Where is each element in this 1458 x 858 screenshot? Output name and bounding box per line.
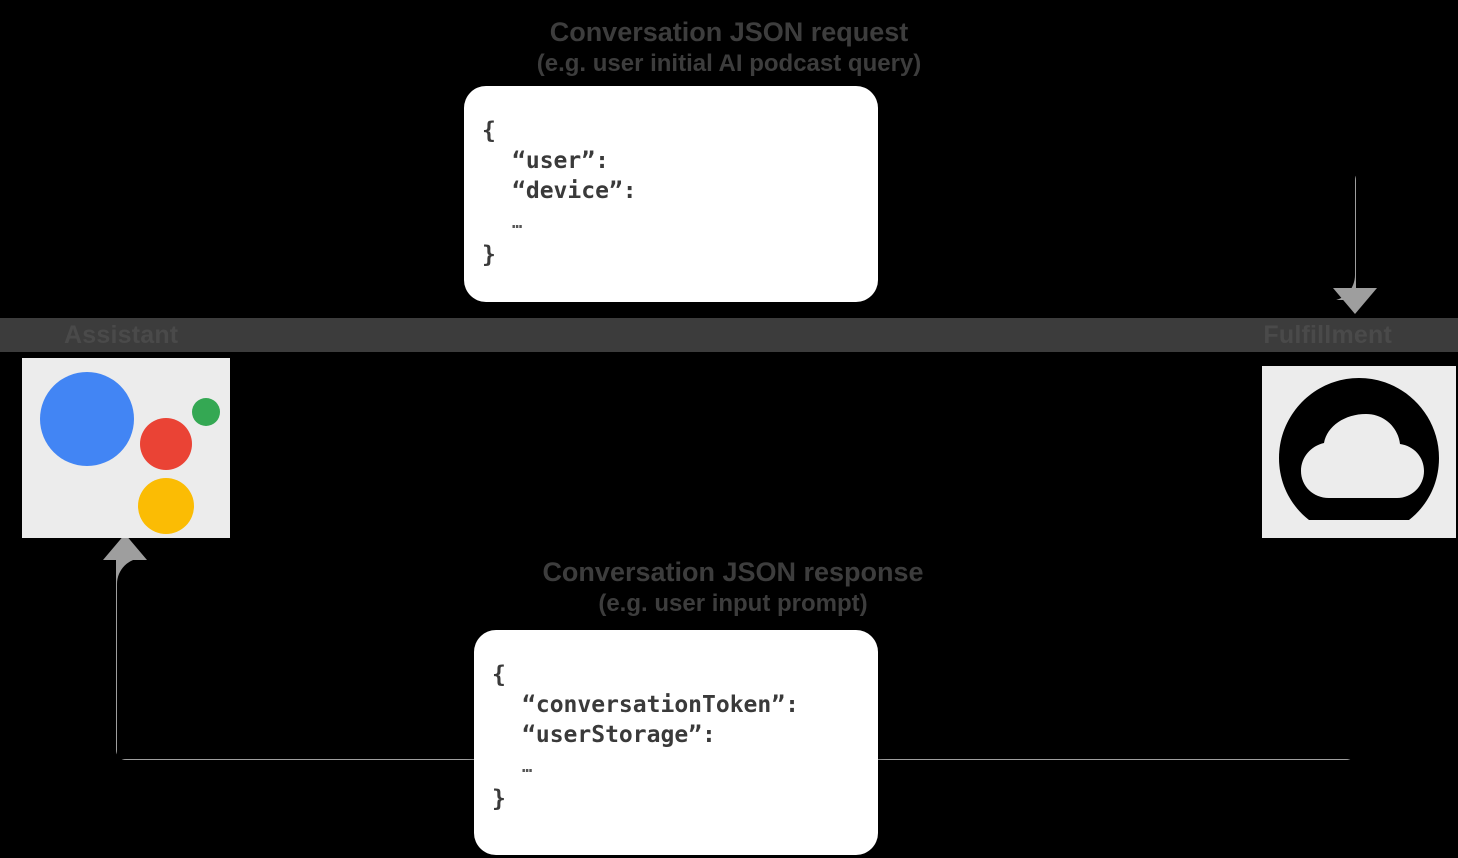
json-key-user-storage: “userStorage”:: [522, 722, 716, 748]
assistant-red-dot-icon: [140, 418, 192, 470]
cloud-icon: [1279, 378, 1439, 520]
json-open-brace: {: [482, 118, 496, 144]
assistant-yellow-dot-icon: [138, 478, 194, 534]
caption-request: Conversation JSON request (e.g. user ini…: [499, 16, 959, 80]
json-key-device: “device”:: [512, 178, 637, 204]
json-key-conversation-token: “conversationToken”:: [522, 692, 799, 718]
request-flow-arrowhead-icon: [1333, 288, 1377, 314]
json-ellipsis: …: [522, 757, 533, 777]
json-close-brace: }: [492, 786, 506, 812]
caption-response: Conversation JSON response (e.g. user in…: [503, 556, 963, 620]
assistant-green-dot-icon: [192, 398, 220, 426]
response-flow-arrowhead-icon: [103, 534, 147, 560]
json-key-user: “user”:: [512, 148, 609, 174]
center-lane-band: [0, 318, 1458, 352]
caption-request-title: Conversation JSON request: [549, 17, 909, 47]
caption-response-subtitle: (e.g. user input prompt): [598, 590, 868, 617]
json-request-card: { “user”: “device”: … }: [464, 86, 878, 302]
json-response-card: { “conversationToken”: “userStorage”: … …: [474, 630, 878, 855]
assistant-blue-dot-icon: [40, 372, 134, 466]
caption-request-subtitle: (e.g. user initial AI podcast query): [536, 50, 922, 77]
caption-response-title: Conversation JSON response: [542, 557, 924, 587]
node-fulfillment[interactable]: [1262, 366, 1456, 538]
json-ellipsis: …: [512, 213, 523, 233]
json-close-brace: }: [482, 242, 496, 268]
lane-label-fulfillment: Fulfillment: [1263, 321, 1392, 349]
lane-label-assistant: Assistant: [64, 321, 179, 349]
node-google-assistant[interactable]: [22, 358, 230, 538]
json-open-brace: {: [492, 662, 506, 688]
